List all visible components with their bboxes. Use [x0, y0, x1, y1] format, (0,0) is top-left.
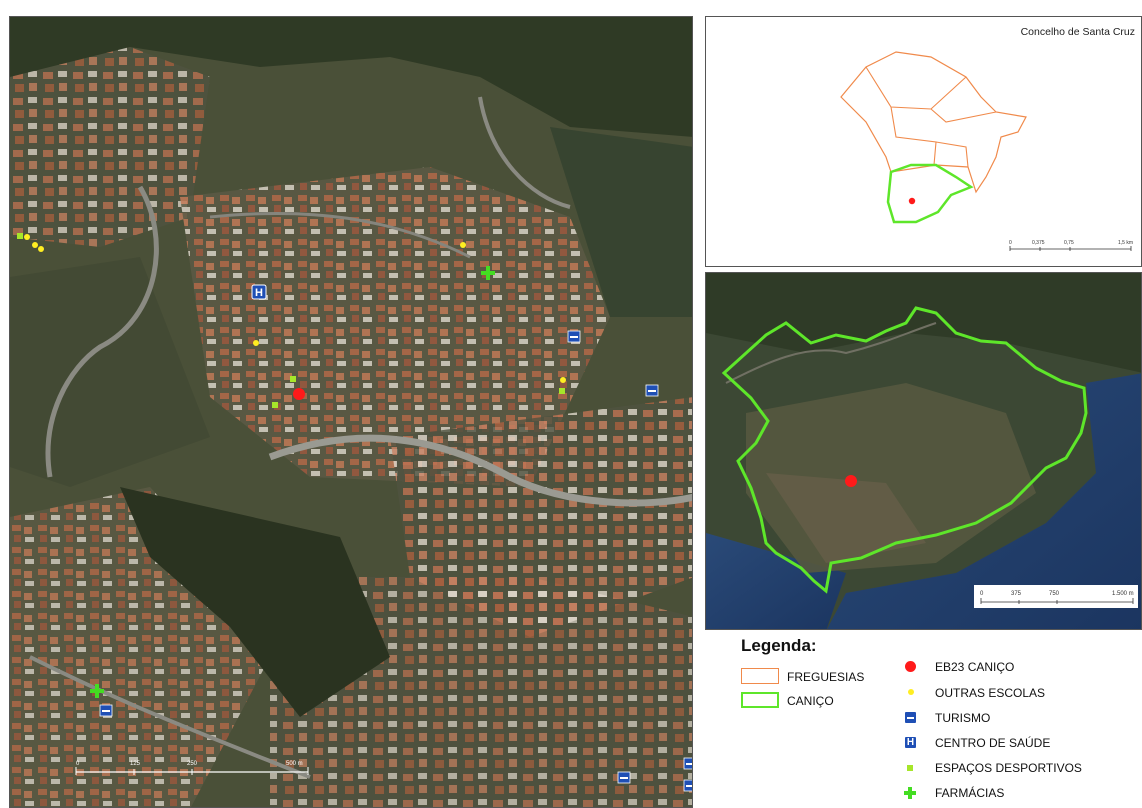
sports-marker[interactable]	[559, 388, 565, 394]
school-marker[interactable]	[560, 377, 566, 383]
school-marker[interactable]	[24, 234, 30, 240]
eb23-canico-marker[interactable]	[845, 475, 857, 487]
tourism-marker[interactable]	[683, 779, 693, 792]
scale-label: 0,375	[1032, 240, 1045, 246]
scale-label: 0	[76, 761, 80, 767]
canico-swatch	[741, 692, 779, 708]
legend-label-freguesias: FREGUESIAS	[787, 670, 865, 684]
canico-boundary	[721, 306, 1088, 594]
sports-marker[interactable]	[17, 233, 23, 239]
sports-marker[interactable]	[272, 402, 278, 408]
hospital-h-icon: H	[905, 737, 916, 748]
scale-label: 500 m	[286, 761, 303, 767]
legend-label-farmacias: FARMÁCIAS	[935, 786, 1005, 800]
main-map-canvas: H 0 125 250 500 m	[10, 17, 693, 807]
scale-label: 0	[1009, 240, 1012, 246]
zoom-scale-bar: 0 375 750 1.500 m	[974, 585, 1138, 608]
tourism-marker[interactable]	[645, 384, 659, 397]
tourism-marker[interactable]	[617, 771, 631, 784]
scale-label: 125	[130, 761, 141, 767]
svg-text:H: H	[255, 287, 263, 299]
legend-label-turismo: TURISMO	[935, 711, 991, 725]
legend-label-espacos-desportivos: ESPAÇOS DESPORTIVOS	[935, 761, 1082, 775]
sports-marker[interactable]	[290, 376, 296, 382]
school-marker[interactable]	[253, 340, 259, 346]
scale-label: 375	[1011, 591, 1022, 597]
overview-title: Concelho de Santa Cruz	[1020, 26, 1135, 38]
tourism-marker[interactable]	[99, 704, 113, 717]
tourism-marker[interactable]	[567, 330, 581, 343]
eb23-canico-marker[interactable]	[293, 388, 305, 400]
overview-scale-bar: 0 0,375 0,75 1,5 km	[1009, 240, 1133, 251]
scale-label: 250	[187, 761, 198, 767]
scale-label: 1.500 m	[1112, 591, 1134, 597]
canico-aerial-map[interactable]: 0 375 750 1.500 m	[705, 272, 1142, 630]
main-aerial-map[interactable]: H 0 125 250 500 m	[9, 16, 693, 808]
canico-outline	[886, 163, 974, 224]
scale-label: 0	[980, 591, 984, 597]
legend-label-outras-escolas: OUTRAS ESCOLAS	[935, 686, 1046, 700]
bed-icon	[905, 712, 916, 723]
freguesias-outline	[840, 51, 1027, 194]
main-scale-bar: 0 125 250 500 m	[75, 761, 309, 775]
scale-label: 0,75	[1064, 240, 1074, 246]
red-dot-icon	[905, 661, 916, 672]
pharmacy-marker[interactable]	[481, 266, 495, 280]
tourism-marker[interactable]	[683, 757, 693, 770]
green-square-icon	[907, 765, 913, 771]
yellow-dot-icon	[908, 689, 914, 695]
eb23-canico-marker	[908, 197, 916, 205]
legend-label-centro-saude: CENTRO DE SAÚDE	[935, 736, 1051, 750]
scale-label: 750	[1049, 591, 1060, 597]
green-cross-icon	[904, 787, 916, 799]
legend-title: Legenda:	[741, 636, 817, 655]
health-centre-marker[interactable]: H	[251, 284, 267, 300]
legend-label-eb23: EB23 CANIÇO	[935, 660, 1015, 674]
school-marker[interactable]	[460, 242, 466, 248]
scale-label: 1,5 km	[1118, 240, 1133, 246]
legend-label-canico: CANIÇO	[787, 694, 834, 708]
school-marker[interactable]	[32, 242, 38, 248]
overview-map: Concelho de Santa Cruz 0 0,375 0,75 1,5 …	[705, 16, 1142, 267]
school-marker[interactable]	[38, 246, 44, 252]
freguesias-swatch	[741, 668, 779, 684]
zoom-canvas: 0 375 750 1.500 m	[706, 273, 1141, 629]
pharmacy-marker[interactable]	[90, 684, 104, 698]
overview-canvas: 0 0,375 0,75 1,5 km	[840, 51, 1133, 251]
